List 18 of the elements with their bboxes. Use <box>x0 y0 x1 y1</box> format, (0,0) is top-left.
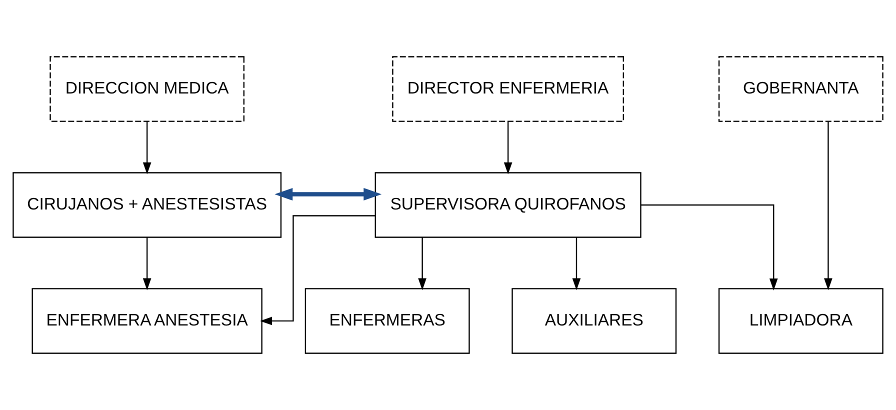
arrow <box>418 237 426 290</box>
arrow <box>142 121 152 174</box>
node-box: DIRECCION MEDICA <box>50 56 244 122</box>
arrow <box>274 188 382 201</box>
node-box: ENFERMERAS <box>304 288 470 354</box>
node-box: CIRUJANOS + ANESTESISTAS <box>12 172 282 238</box>
arrow <box>572 237 581 290</box>
arrow <box>640 204 778 290</box>
node-box: ENFERMERA ANESTESIA <box>32 288 262 354</box>
node-box: LIMPIADORA <box>718 288 884 354</box>
node-box: GOBERNANTA <box>718 56 884 122</box>
arrow <box>504 121 512 174</box>
arrow <box>142 237 152 290</box>
arrow <box>824 122 832 290</box>
node-box: AUXILIARES <box>512 288 677 354</box>
node-box: SUPERVISORA QUIROFANOS <box>374 172 642 238</box>
arrow <box>260 215 376 326</box>
node-box: DIRECTOR ENFERMERIA <box>392 56 624 122</box>
